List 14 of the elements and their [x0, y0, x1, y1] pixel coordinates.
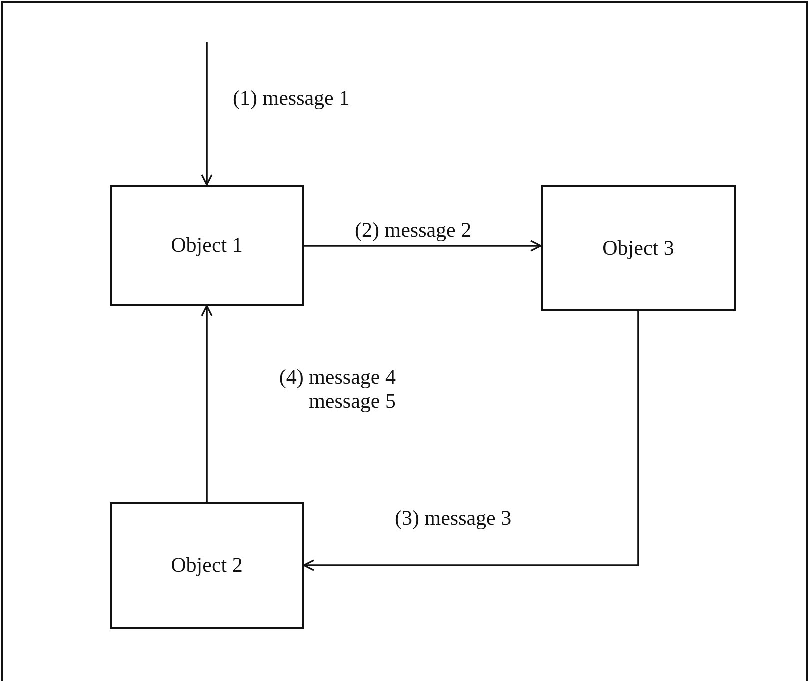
object-box — [110, 502, 304, 629]
object-name: Object 3 — [602, 236, 674, 260]
object-name: Object 2 — [171, 553, 243, 578]
arrow — [303, 311, 640, 572]
message-label: (3) message 3 — [395, 506, 512, 530]
object-name: Object 1 — [171, 233, 243, 258]
arrow — [201, 42, 213, 186]
arrow — [304, 240, 542, 252]
arrow — [201, 305, 213, 502]
message-label: (2) message 2 — [355, 218, 472, 242]
object-box — [541, 185, 736, 311]
message-label: (4) message 4 message 5 — [278, 365, 396, 414]
message-label: (1) message 1 — [233, 86, 350, 110]
object-box — [110, 185, 304, 306]
